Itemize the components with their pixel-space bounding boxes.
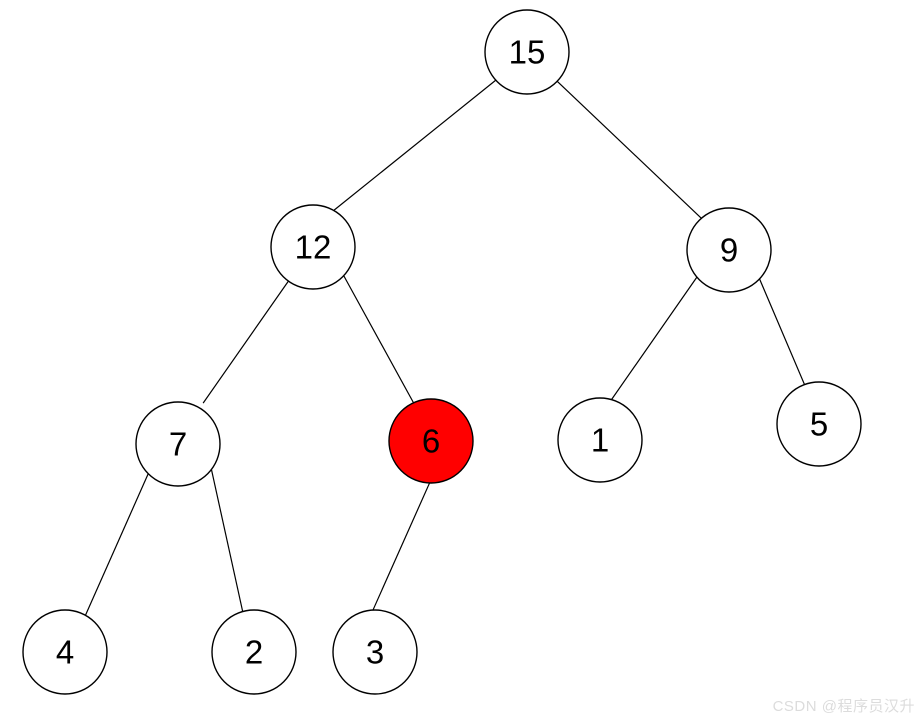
- tree-edge-7-4: [83, 467, 152, 619]
- tree-node-6: 6: [388, 398, 474, 484]
- node-circle-1: [557, 397, 643, 483]
- tree-node-2: 2: [211, 609, 297, 695]
- edges-layer: [83, 76, 806, 619]
- node-circle-2: [211, 609, 297, 695]
- tree-edge-15-9: [554, 79, 705, 221]
- tree-node-9: 9: [686, 207, 772, 293]
- node-circle-5: [776, 381, 862, 467]
- tree-edge-12-7: [202, 271, 296, 404]
- node-label-5: 5: [810, 406, 828, 443]
- node-circle-9: [686, 207, 772, 293]
- node-circle-12: [270, 204, 356, 290]
- node-label-9: 9: [720, 232, 738, 269]
- node-circle-15: [484, 9, 570, 95]
- node-label-6: 6: [422, 423, 440, 460]
- tree-edge-9-5: [757, 275, 806, 386]
- node-label-15: 15: [509, 34, 546, 71]
- tree-node-3: 3: [332, 609, 418, 695]
- node-circle-6: [388, 398, 474, 484]
- tree-edge-6-3: [370, 477, 433, 615]
- node-label-3: 3: [366, 634, 384, 671]
- tree-edge-7-2: [210, 466, 245, 619]
- tree-node-15: 15: [484, 9, 570, 95]
- tree-node-5: 5: [776, 381, 862, 467]
- tree-edge-9-1: [610, 272, 701, 401]
- watermark-text: CSDN @程序员汉升: [772, 698, 915, 715]
- node-circle-3: [332, 609, 418, 695]
- tree-edge-12-6: [342, 273, 415, 405]
- node-label-12: 12: [295, 229, 332, 266]
- node-circle-4: [22, 609, 108, 695]
- node-circle-7: [135, 401, 221, 487]
- node-label-1: 1: [591, 422, 609, 459]
- node-label-2: 2: [245, 634, 263, 671]
- tree-node-1: 1: [557, 397, 643, 483]
- node-label-4: 4: [56, 634, 74, 671]
- tree-node-7: 7: [135, 401, 221, 487]
- node-label-7: 7: [169, 426, 187, 463]
- tree-node-12: 12: [270, 204, 356, 290]
- tree-node-4: 4: [22, 609, 108, 695]
- tree-edge-15-12: [333, 76, 501, 211]
